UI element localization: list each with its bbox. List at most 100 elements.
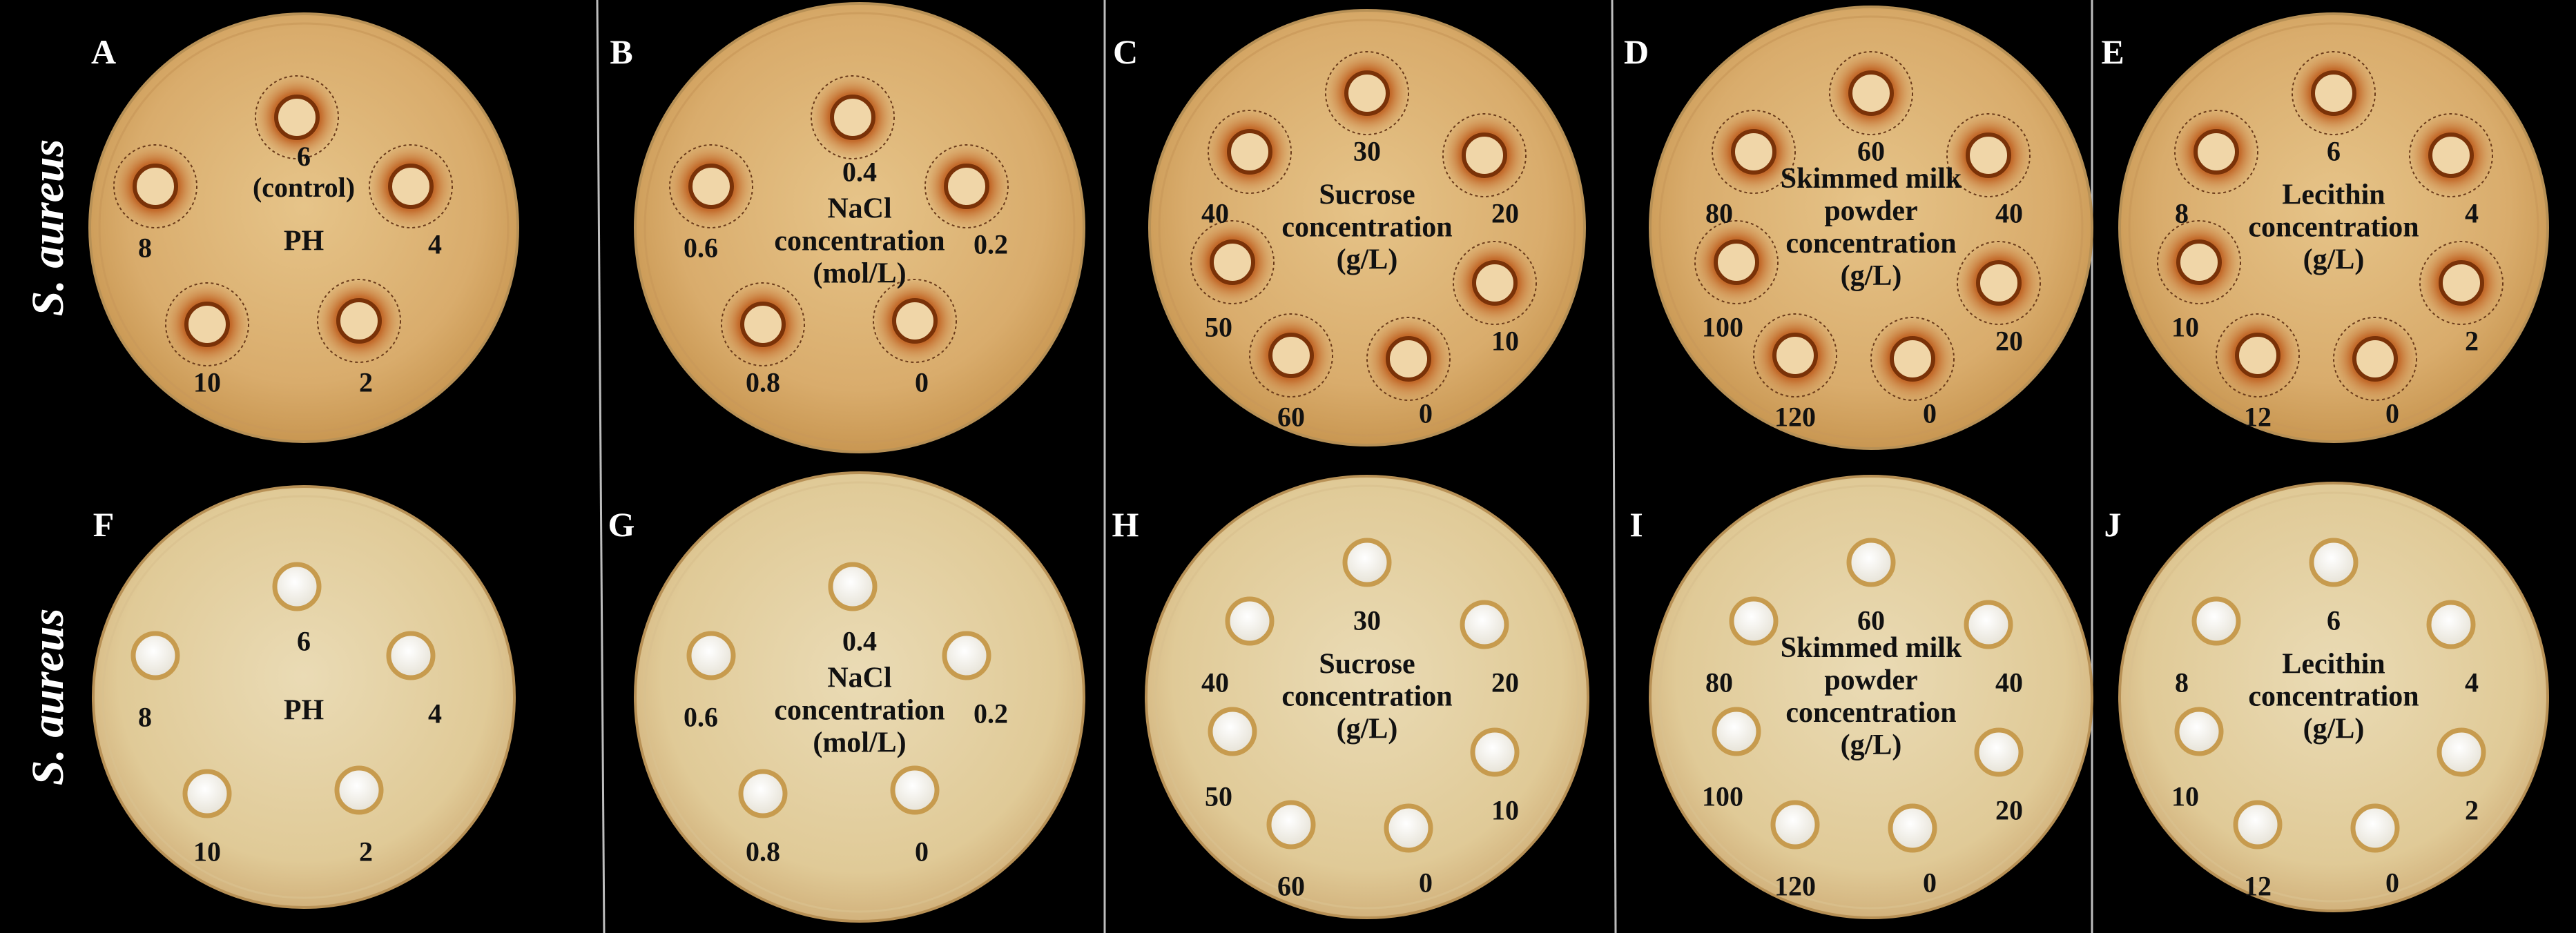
- halo-outline: [1190, 220, 1275, 304]
- well-label: 0.4: [842, 625, 877, 657]
- well-label: 8: [2175, 667, 2189, 698]
- petri-plate-j: [2118, 482, 2549, 912]
- plate-title: PH: [283, 694, 325, 727]
- well: [1227, 129, 1272, 175]
- well: [1976, 260, 2022, 306]
- well-label: 0.6: [684, 701, 718, 733]
- well-label: 0.4: [842, 156, 877, 188]
- panel-separator: [596, 0, 606, 933]
- well-label: 0.6: [684, 232, 718, 264]
- well: [828, 562, 878, 611]
- well: [1888, 803, 1937, 853]
- well-label: 4: [428, 228, 442, 260]
- well: [2350, 803, 2400, 853]
- well-label: 4: [428, 698, 442, 729]
- well: [2437, 727, 2486, 777]
- well: [2176, 239, 2222, 285]
- well: [2426, 600, 2476, 649]
- well: [1344, 70, 1390, 116]
- well-label: 20: [1995, 325, 2023, 357]
- well-label: 40: [1995, 197, 2023, 229]
- well-label: 30: [1353, 135, 1381, 167]
- plate-rim: [2128, 22, 2539, 433]
- well-label: 40: [1995, 667, 2023, 698]
- well: [1731, 129, 1776, 175]
- well: [1342, 538, 1392, 587]
- well-label: 60: [1857, 605, 1885, 636]
- well: [1964, 600, 2013, 649]
- halo-outline: [811, 75, 895, 159]
- well-label: 6: [297, 625, 311, 657]
- well: [2439, 260, 2484, 306]
- halo-outline: [1453, 241, 1537, 325]
- halo-outline: [1442, 113, 1527, 197]
- halo-outline: [1712, 110, 1796, 194]
- well-label: 20: [1491, 197, 1519, 229]
- panel-letter-d: D: [1623, 32, 1649, 71]
- well: [1770, 800, 1820, 849]
- well-label: 8: [138, 232, 152, 264]
- halo-outline: [1753, 313, 1837, 397]
- halo-outline: [165, 282, 249, 366]
- well-label: 0.2: [974, 228, 1008, 260]
- well: [1974, 727, 2024, 777]
- well-label: 20: [1491, 667, 1519, 698]
- halo-outline: [113, 144, 197, 228]
- well-label: 10: [1491, 325, 1519, 357]
- well-label: 60: [1277, 870, 1305, 902]
- well-label: 4: [2465, 197, 2479, 229]
- halo-outline: [924, 144, 1009, 228]
- well: [1890, 336, 1935, 382]
- well: [2235, 333, 2280, 378]
- well: [892, 298, 938, 344]
- well: [386, 631, 436, 680]
- well-label: 20: [1995, 794, 2023, 826]
- species-label: S. aureus: [23, 608, 73, 786]
- well-label: 0: [2385, 867, 2399, 898]
- plate-rim: [2128, 491, 2539, 903]
- well: [890, 765, 940, 815]
- well: [738, 769, 788, 818]
- well: [1266, 800, 1316, 849]
- well-label: 2: [2465, 325, 2479, 357]
- panel-separator: [1611, 0, 1617, 933]
- well: [2191, 596, 2241, 646]
- plate-title: PH: [283, 225, 325, 257]
- well: [272, 562, 322, 611]
- well-label: 50: [1205, 780, 1232, 812]
- halo-outline: [2292, 51, 2376, 135]
- well-label: 0.2: [974, 698, 1008, 729]
- well: [2233, 800, 2283, 849]
- halo-outline: [255, 75, 339, 159]
- halo-outline: [2157, 220, 2241, 304]
- well-label: 40: [1201, 197, 1229, 229]
- well: [1729, 596, 1779, 646]
- plate-rim: [1658, 15, 2084, 440]
- well-label: 0.8: [746, 836, 780, 867]
- panel-letter-i: I: [1629, 505, 1643, 544]
- halo-outline: [1366, 317, 1451, 401]
- well-label: 0: [1923, 867, 1937, 898]
- well: [1460, 600, 1509, 649]
- well-label: 120: [1774, 870, 1816, 902]
- halo-outline: [369, 144, 453, 228]
- panel-letter-g: G: [608, 505, 635, 544]
- well-label: 8: [138, 701, 152, 733]
- well-label: 8: [2175, 197, 2189, 229]
- well: [133, 164, 178, 209]
- panel-letter-j: J: [2104, 505, 2122, 544]
- well: [830, 95, 875, 140]
- well-label: 10: [1491, 794, 1519, 826]
- halo-outline: [2216, 313, 2300, 397]
- well-label: 40: [1201, 667, 1229, 698]
- halo-outline: [2174, 110, 2258, 194]
- well: [2194, 129, 2239, 175]
- well-label: 12: [2244, 870, 2272, 902]
- well: [1225, 596, 1275, 646]
- well-label: 10: [2171, 311, 2199, 343]
- well: [1712, 707, 1761, 756]
- well: [1208, 707, 1257, 756]
